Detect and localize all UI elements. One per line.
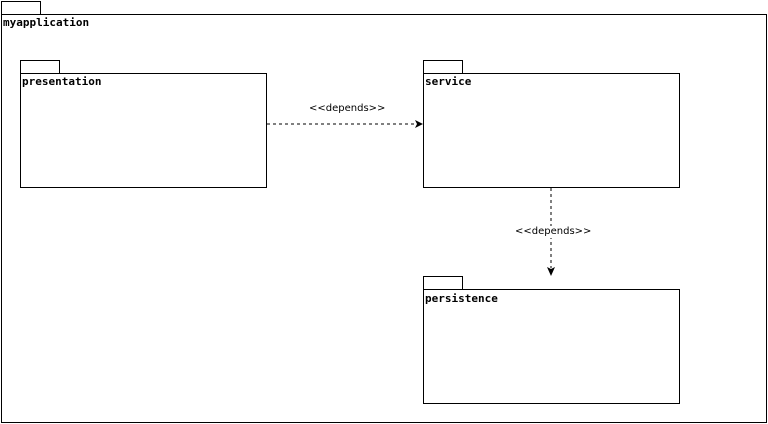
container-package-tab	[1, 1, 41, 15]
service-package-label: service	[425, 75, 472, 88]
presentation-package-label: presentation	[22, 75, 102, 88]
persistence-package-body[interactable]	[423, 289, 680, 404]
dependency-service-persistence-label: <<depends>>	[515, 226, 592, 238]
presentation-package-tab	[20, 60, 60, 74]
service-package-body[interactable]	[423, 73, 680, 188]
presentation-package-body[interactable]	[20, 73, 267, 188]
dependency-presentation-service-label: <<depends>>	[309, 103, 386, 115]
container-package-label: myapplication	[3, 16, 90, 29]
service-package-tab	[423, 60, 463, 74]
persistence-package-label: persistence	[425, 292, 498, 305]
persistence-package-tab	[423, 276, 463, 290]
